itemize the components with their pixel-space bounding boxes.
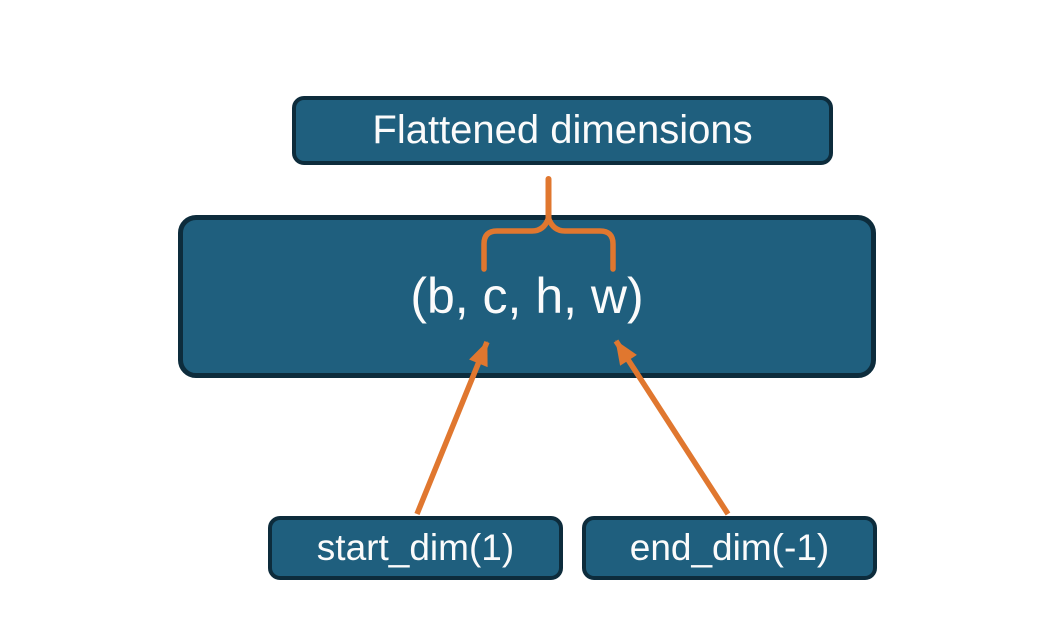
start-dim-box: start_dim(1)	[268, 516, 563, 580]
start-dim-label: start_dim(1)	[316, 526, 515, 568]
tensor-shape-label: (b, c, h, w)	[410, 267, 644, 324]
tensor-shape-box: (b, c, h, w)	[178, 215, 876, 378]
end-dim-label: end_dim(-1)	[629, 526, 830, 568]
end-dim-box: end_dim(-1)	[582, 516, 877, 580]
flattened-dimensions-box: Flattened dimensions	[292, 96, 833, 165]
flattened-dimensions-label: Flattened dimensions	[372, 107, 753, 152]
